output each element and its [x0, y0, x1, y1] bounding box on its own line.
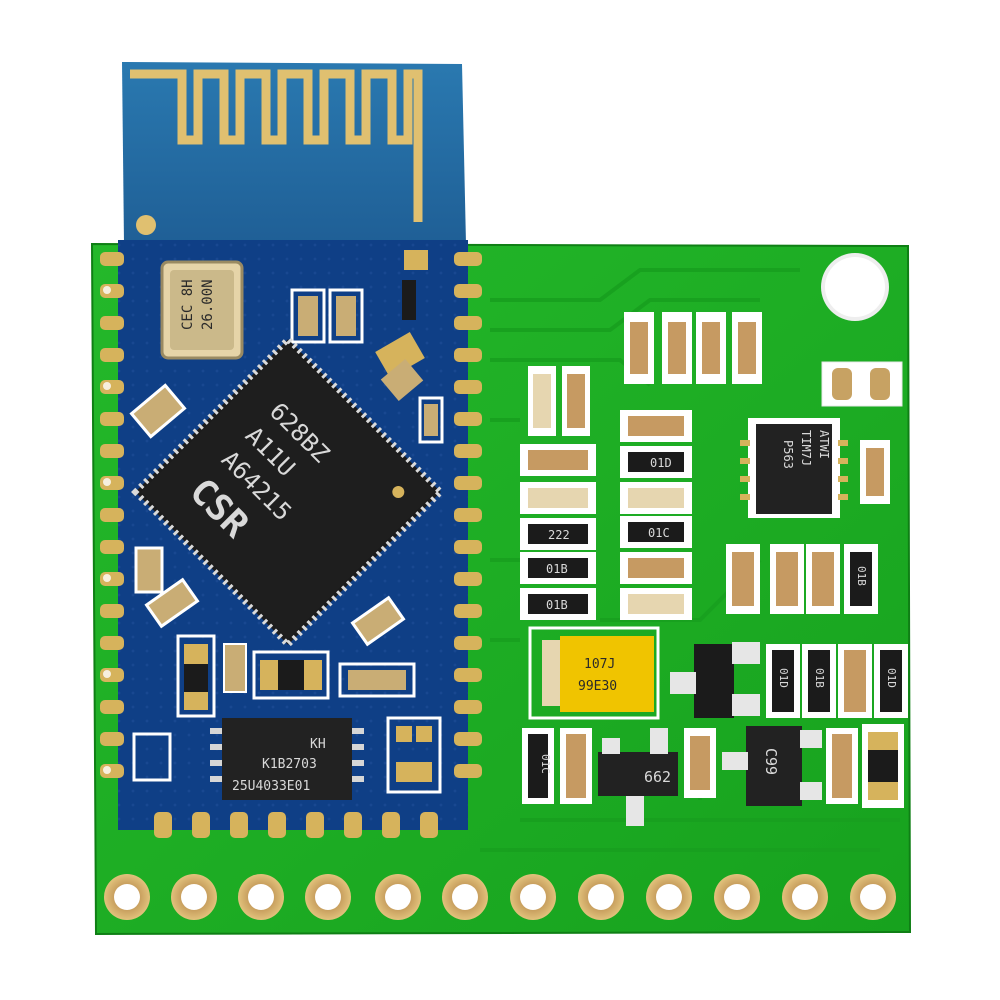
header-pad	[510, 874, 556, 920]
antenna-trace	[130, 69, 423, 222]
amp-marking-2: TIM7J	[799, 430, 813, 466]
tant-marking-2: 99E30	[578, 679, 617, 694]
sot-transistor-662: 662	[598, 728, 678, 826]
header-pad	[850, 874, 896, 920]
crystal-marking-2: 26.00N	[200, 279, 216, 330]
resistor-222-label: 222	[548, 528, 570, 542]
green-smd-components: 222 01B 01B 01D 01C ATWI TIM7J P563	[520, 312, 908, 826]
header-pad	[238, 874, 284, 920]
res-01b-label-1: 01B	[546, 562, 568, 576]
amp-marking-3: P563	[781, 440, 795, 469]
crystal-oscillator: CEC 8H 26.00N	[160, 260, 244, 360]
tant-marking-1: 107J	[584, 657, 615, 672]
res-01d-label-3: 01D	[885, 668, 898, 688]
copper-traces	[480, 268, 900, 852]
res-01b-label-2: 01B	[546, 598, 568, 612]
header-pad	[782, 874, 828, 920]
jumper-pads	[821, 361, 903, 407]
flash-marking-2: K1B2703	[262, 757, 317, 772]
bottom-header-pads	[104, 874, 896, 920]
header-pad	[104, 874, 150, 920]
header-pad	[714, 874, 760, 920]
header-pad	[171, 874, 217, 920]
sot-marking-c99: C99	[762, 748, 780, 775]
res-01d-label-2: 01D	[777, 668, 790, 688]
csr-bluetooth-chip	[131, 335, 445, 649]
sot-transistor-c99: C99	[722, 726, 822, 806]
header-pad	[305, 874, 351, 920]
crystal-marking-1: CEC 8H	[180, 279, 196, 330]
blue-smd-passives	[129, 250, 444, 794]
amp-marking-1: ATWI	[817, 430, 831, 459]
bluetooth-module: CEC 8H 26.00N	[100, 62, 482, 838]
right-castellated-pads	[454, 252, 482, 778]
flash-marking-3: 25U4033E01	[232, 779, 310, 794]
bottom-castellated-pads	[154, 812, 438, 838]
res-01c-label-2: 01C	[539, 754, 552, 774]
res-01c-label-1: 01C	[648, 526, 670, 540]
header-pad	[578, 874, 624, 920]
res-01d-label-1: 01D	[650, 456, 672, 470]
tantalum-capacitor: 107J 99E30	[528, 626, 660, 720]
sot-marking-662: 662	[644, 768, 671, 786]
header-pad	[646, 874, 692, 920]
res-01b-label-3: 01B	[855, 566, 868, 586]
amplifier-ic: ATWI TIM7J P563	[740, 418, 848, 518]
res-01b-label-4: 01B	[813, 668, 826, 688]
flash-memory-chip: KH K1B2703 25U4033E01	[210, 718, 364, 800]
flash-marking-1: KH	[310, 737, 326, 752]
header-pad	[442, 874, 488, 920]
header-pad	[375, 874, 421, 920]
